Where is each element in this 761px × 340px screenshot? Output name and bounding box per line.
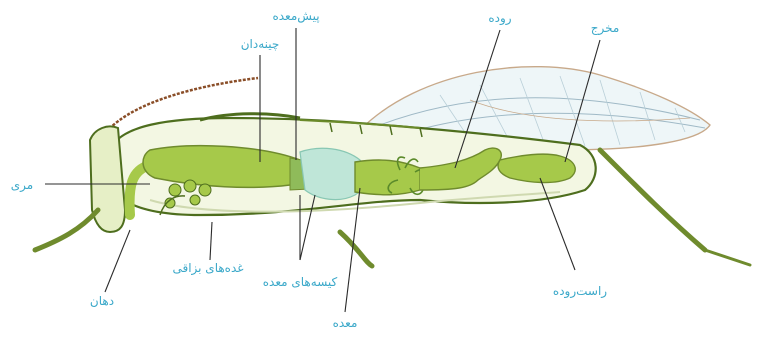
label-esophagus: مری	[11, 178, 33, 193]
label-mouth: دهان	[90, 294, 114, 308]
label-crop: چینه‌دان	[241, 37, 280, 51]
label-gastric-caeca: کیسه‌های معده	[263, 275, 338, 289]
rectum	[498, 154, 575, 182]
label-salivary-glands: غده‌های بزاقی	[172, 261, 243, 276]
label-stomach: معده	[333, 316, 358, 330]
label-rectum: راست‌روده	[553, 284, 607, 299]
label-intestine: روده	[488, 11, 511, 26]
label-anus: مخرج	[591, 21, 620, 36]
label-foregut: پیش‌معده	[272, 9, 319, 24]
